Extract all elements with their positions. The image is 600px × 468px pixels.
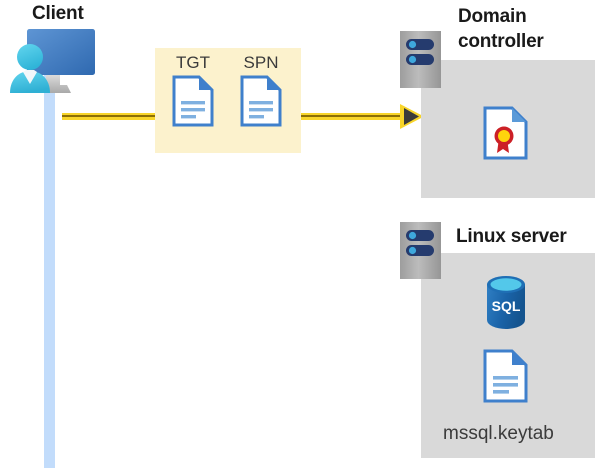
- client-title: Client: [32, 3, 84, 24]
- sql-database-icon: SQL: [483, 275, 529, 329]
- token-tgt-label: TGT: [176, 53, 210, 72]
- domain-controller-title-line2: controller: [458, 31, 544, 52]
- document-icon: [172, 75, 214, 131]
- token-message-box: TGT SPN: [155, 48, 301, 153]
- keytab-filename-label: mssql.keytab: [443, 423, 554, 444]
- server-tower-icon: [400, 31, 441, 88]
- message-wire-left: [62, 113, 158, 120]
- token-spn: SPN: [233, 53, 289, 132]
- user-workstation-icon: [6, 27, 98, 103]
- arrow-head-icon: [399, 103, 425, 130]
- document-icon: [240, 75, 282, 131]
- certificate-document-icon: [483, 106, 528, 160]
- message-wire-right: [297, 113, 403, 120]
- sql-database-label: SQL: [492, 298, 521, 314]
- keytab-document-icon: [483, 349, 528, 403]
- linux-server-title: Linux server: [456, 226, 567, 247]
- domain-controller-title-line1: Domain: [458, 6, 527, 27]
- token-tgt: TGT: [165, 53, 221, 132]
- server-tower-icon: [400, 222, 441, 279]
- token-spn-label: SPN: [243, 53, 279, 72]
- client-lifeline: [44, 74, 55, 468]
